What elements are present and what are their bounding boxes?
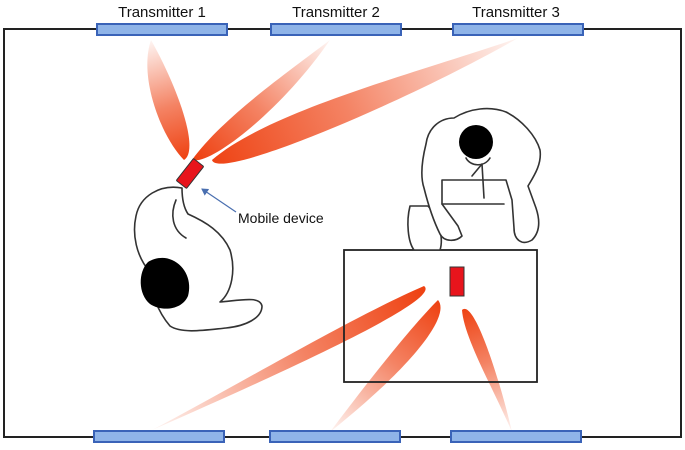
bottom-transmitter-2-bar bbox=[269, 430, 401, 443]
seated-person-head bbox=[459, 125, 493, 159]
standing-person-body bbox=[133, 186, 263, 332]
transmitter-1-label: Transmitter 1 bbox=[118, 4, 206, 21]
bottom-transmitter-1-bar bbox=[93, 430, 225, 443]
mobile-device-on-table bbox=[449, 266, 465, 297]
transmitter-2-bar bbox=[270, 23, 402, 36]
mobile-device-held bbox=[176, 158, 204, 189]
bottom-transmitter-3-bar bbox=[450, 430, 582, 443]
transmitter-3-label: Transmitter 3 bbox=[472, 4, 560, 21]
signal-beams bbox=[147, 38, 518, 432]
bottom-transmitters bbox=[93, 430, 582, 443]
transmitter-2-label: Transmitter 2 bbox=[292, 4, 380, 21]
transmitter-1-bar bbox=[96, 23, 228, 36]
person-standing-left bbox=[133, 186, 263, 332]
seated-person-hair-line bbox=[465, 157, 491, 166]
beam-bottom-2 bbox=[330, 300, 441, 432]
beam-bottom-3 bbox=[462, 308, 512, 432]
standing-person-arm-line bbox=[172, 199, 187, 239]
mobile-device-label: Mobile device bbox=[238, 210, 324, 226]
beam-bottom-1 bbox=[152, 286, 426, 430]
top-transmitters: Transmitter 1 Transmitter 2 Transmitter … bbox=[96, 4, 584, 36]
standing-person-head bbox=[140, 257, 190, 309]
beam-transmitter-2 bbox=[192, 40, 330, 161]
seated-person-body bbox=[421, 107, 542, 244]
beam-transmitter-3 bbox=[212, 38, 518, 164]
device-pointer-arrow bbox=[201, 188, 237, 213]
room-outline bbox=[3, 28, 682, 438]
transmitter-3-bar bbox=[452, 23, 584, 36]
beam-transmitter-1 bbox=[147, 40, 190, 160]
person-seated-upper-right bbox=[407, 107, 542, 251]
